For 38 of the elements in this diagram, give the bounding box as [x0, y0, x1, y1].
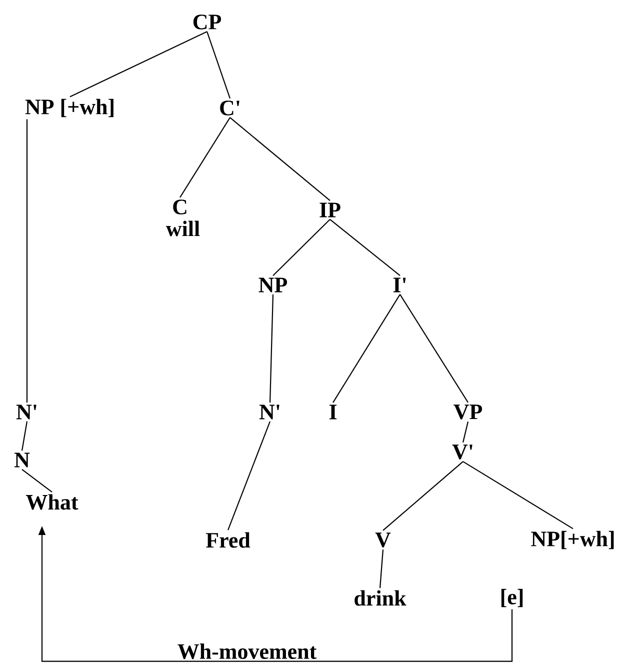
- tree-label: I: [329, 404, 337, 420]
- branch-line: [382, 461, 464, 531]
- branch-line: [379, 550, 384, 588]
- word-label: will: [166, 220, 200, 236]
- branch-line: [21, 421, 28, 451]
- tree-label: NP: [258, 278, 288, 292]
- branch-line: [206, 31, 231, 99]
- branch-line: [70, 31, 208, 98]
- tree-label: [e]: [501, 588, 523, 608]
- tree-label: What: [26, 494, 78, 510]
- tree-label: IP: [320, 202, 340, 218]
- tree-label: VP: [454, 404, 482, 420]
- tree-label: NP [+wh]: [25, 98, 114, 118]
- branch-line: [26, 119, 28, 403]
- tree-label: N: [14, 452, 30, 468]
- tree-label: Fred: [206, 532, 250, 548]
- tree-label: C': [220, 100, 240, 116]
- tree-label: N': [16, 404, 36, 420]
- tree-label: I': [393, 278, 406, 292]
- branch-line: [230, 117, 330, 202]
- tree-label: drink: [354, 590, 406, 606]
- tree-label: N': [259, 404, 280, 420]
- branch-line: [228, 421, 271, 530]
- branch-line: [269, 294, 274, 403]
- tree-label: C: [173, 200, 186, 214]
- branch-line: [332, 294, 400, 403]
- tree-label: CP: [193, 14, 222, 30]
- tree-label: V: [375, 532, 391, 548]
- branch-line: [462, 461, 574, 530]
- branch-line: [400, 294, 468, 403]
- tree-label: NP[+wh]: [531, 530, 614, 550]
- tree-label: V': [452, 444, 472, 460]
- branch-line: [462, 421, 469, 443]
- branch-line: [22, 468, 52, 492]
- branch-line: [330, 218, 400, 276]
- branch-line: [180, 117, 230, 198]
- edge-label: Wh-movement: [178, 644, 317, 660]
- branch-line: [272, 219, 330, 276]
